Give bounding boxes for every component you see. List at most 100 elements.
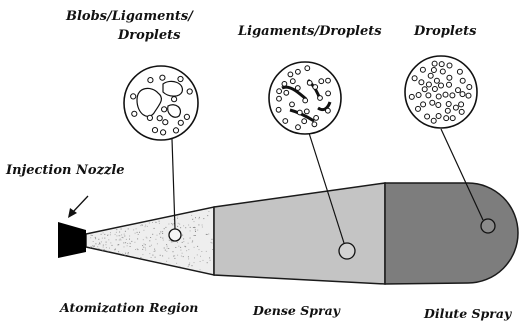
droplet-dot bbox=[290, 102, 295, 107]
droplet-dot bbox=[450, 116, 455, 121]
droplet-dot bbox=[447, 75, 452, 80]
droplet-dot bbox=[326, 91, 331, 96]
droplet-dot bbox=[303, 98, 308, 103]
label-ligaments-droplets: Ligaments/Droplets bbox=[238, 24, 382, 39]
droplet-dot bbox=[282, 82, 287, 87]
droplet-dot bbox=[318, 96, 323, 101]
droplet-dot bbox=[152, 128, 157, 133]
label-blobs-ligaments-line2: Droplets bbox=[118, 28, 180, 43]
droplet-dot bbox=[277, 96, 282, 101]
droplet-dot bbox=[460, 92, 465, 97]
droplet-dot bbox=[277, 89, 282, 94]
droplet-dot bbox=[326, 78, 331, 83]
label-droplets: Droplets bbox=[414, 24, 476, 39]
droplet-dot bbox=[412, 76, 417, 81]
droplet-dot bbox=[312, 122, 317, 127]
droplet-dot bbox=[446, 102, 451, 107]
inset-droplets bbox=[405, 56, 477, 128]
droplet-dot bbox=[431, 68, 436, 73]
droplet-dot bbox=[450, 93, 455, 98]
droplet-dot bbox=[445, 108, 450, 113]
droplet-dot bbox=[313, 85, 318, 90]
droplet-dot bbox=[420, 67, 425, 72]
inset-blobs-ligaments-droplets bbox=[124, 66, 198, 140]
dense-spray-region-shape bbox=[214, 183, 385, 284]
droplet-dot bbox=[432, 61, 437, 66]
droplet-dot bbox=[432, 87, 437, 92]
droplet-dot bbox=[297, 110, 302, 115]
droplet-dot bbox=[314, 116, 319, 121]
label-atomization-region: Atomization Region bbox=[60, 300, 198, 315]
droplet-dot bbox=[307, 81, 312, 86]
sample-point-atomization bbox=[169, 229, 181, 241]
droplet-dot bbox=[459, 102, 464, 107]
droplet-dot bbox=[466, 93, 471, 98]
droplet-dot bbox=[436, 114, 441, 119]
droplet-dot bbox=[187, 89, 192, 94]
droplet-dot bbox=[305, 66, 310, 71]
droplet-dot bbox=[436, 94, 441, 99]
droplet-dot bbox=[184, 114, 189, 119]
droplet-dot bbox=[440, 69, 445, 74]
droplet-dot bbox=[160, 75, 165, 80]
inset-ligaments-droplets bbox=[269, 62, 341, 134]
droplet-dot bbox=[456, 88, 461, 93]
droplet-dot bbox=[296, 69, 301, 74]
droplet-dot bbox=[453, 105, 458, 110]
dilute-spray-region-shape bbox=[385, 183, 518, 284]
droplet-dot bbox=[147, 115, 152, 120]
nozzle-arrow bbox=[72, 196, 88, 213]
droplet-dot bbox=[439, 83, 444, 88]
droplet-dot bbox=[161, 130, 166, 135]
droplet-dot bbox=[148, 78, 153, 83]
droplet-dot bbox=[284, 90, 289, 95]
droplet-dot bbox=[444, 116, 449, 121]
sample-point-dilute bbox=[481, 219, 495, 233]
droplet-dot bbox=[447, 63, 452, 68]
droplet-dot bbox=[419, 80, 424, 85]
droplet-dot bbox=[430, 100, 435, 105]
droplet-dot bbox=[302, 119, 307, 124]
droplet-dot bbox=[421, 102, 426, 107]
droplet-dot bbox=[460, 78, 465, 83]
droplet-dot bbox=[409, 94, 414, 99]
droplet-dot bbox=[132, 111, 137, 116]
droplet-dot bbox=[172, 97, 177, 102]
droplet-dot bbox=[173, 128, 178, 133]
label-blobs-ligaments-line1: Blobs/Ligaments/ bbox=[66, 9, 193, 24]
droplet-dot bbox=[283, 119, 288, 124]
droplet-dot bbox=[459, 109, 464, 114]
droplet-dot bbox=[296, 125, 301, 130]
droplet-dot bbox=[157, 116, 162, 121]
droplet-dot bbox=[295, 86, 300, 91]
label-dense-spray: Dense Spray bbox=[253, 303, 340, 318]
droplet-dot bbox=[288, 72, 293, 77]
droplet-dot bbox=[178, 76, 183, 81]
droplet-dot bbox=[416, 106, 421, 111]
droplet-dot bbox=[422, 87, 427, 92]
nozzle-icon bbox=[58, 222, 86, 258]
droplet-dot bbox=[276, 107, 281, 112]
droplet-dot bbox=[434, 78, 439, 83]
droplet-dot bbox=[290, 79, 295, 84]
droplet-dot bbox=[428, 73, 433, 78]
droplet-dot bbox=[304, 109, 309, 114]
droplet-dot bbox=[467, 85, 472, 90]
droplet-dot bbox=[426, 82, 431, 87]
droplet-dot bbox=[178, 120, 183, 125]
droplet-dot bbox=[131, 94, 136, 99]
droplet-dot bbox=[443, 92, 448, 97]
droplet-dot bbox=[457, 69, 462, 74]
label-injection-nozzle: Injection Nozzle bbox=[6, 163, 125, 178]
label-dilute-spray: Dilute Spray bbox=[424, 306, 511, 321]
blob-shape bbox=[163, 81, 182, 96]
droplet-dot bbox=[436, 103, 441, 108]
droplet-dot bbox=[416, 93, 421, 98]
droplet-dot bbox=[319, 79, 324, 84]
droplet-dot bbox=[326, 108, 331, 113]
droplet-dot bbox=[447, 82, 452, 87]
droplet-dot bbox=[426, 93, 431, 98]
droplet-dot bbox=[163, 120, 168, 125]
droplet-dot bbox=[431, 118, 436, 123]
droplet-dot bbox=[162, 107, 167, 112]
